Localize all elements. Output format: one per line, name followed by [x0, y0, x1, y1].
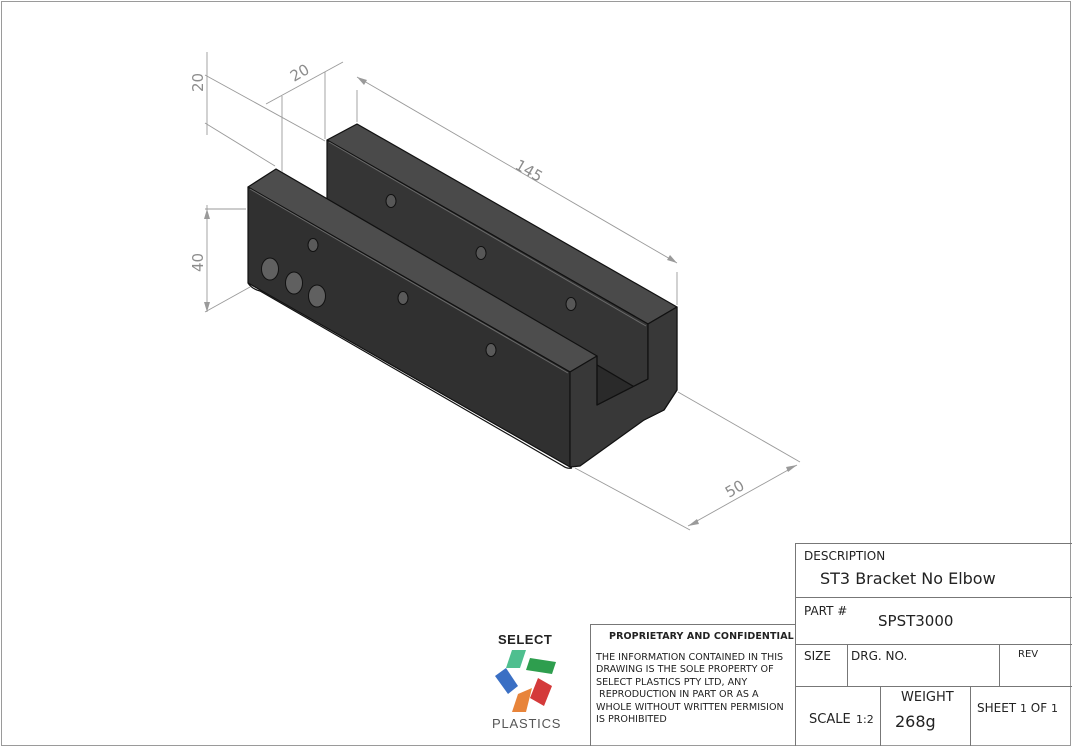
- dim-length: 145: [512, 156, 546, 186]
- sheet-info: SHEET 1 OF 1: [977, 701, 1058, 715]
- divider: [880, 686, 881, 746]
- sheet-label: SHEET: [977, 701, 1017, 715]
- hole: [565, 297, 577, 311]
- hole: [307, 238, 319, 252]
- divider: [999, 644, 1000, 687]
- confidential-block: PROPRIETARY AND CONFIDENTIAL THE INFORMA…: [590, 624, 796, 746]
- bracket-part: [247, 123, 678, 469]
- divider: [795, 597, 1072, 598]
- description-label: DESCRIPTION: [804, 549, 886, 563]
- scale-label: SCALE: [809, 712, 851, 727]
- weight-label: WEIGHT: [901, 690, 954, 705]
- hole: [397, 291, 409, 305]
- divider: [795, 686, 1072, 687]
- hole: [485, 343, 497, 357]
- size-label: SIZE: [804, 649, 831, 663]
- weight-value: 268g: [895, 712, 936, 731]
- part-holes: [261, 194, 577, 357]
- divider: [795, 644, 1072, 645]
- dim-width-upper: 20: [287, 60, 313, 85]
- drg-number-label: DRG. NO.: [851, 649, 908, 663]
- company-logo: SELECT PLASTICS: [486, 630, 570, 740]
- sheet-of: OF: [1030, 701, 1048, 715]
- dim-depth: 50: [722, 476, 748, 501]
- description-value: ST3 Bracket No Elbow: [820, 569, 996, 588]
- divider: [970, 686, 971, 746]
- dim-height: 40: [189, 253, 207, 272]
- dimension-arrows: [204, 77, 797, 526]
- scale-value: 1:2: [856, 713, 874, 726]
- part-value: SPST3000: [878, 612, 954, 630]
- hole: [385, 194, 397, 208]
- divider: [847, 644, 848, 687]
- logo-top-text: SELECT: [498, 632, 553, 647]
- part-label: PART #: [804, 604, 848, 618]
- sheet-total: 1: [1050, 702, 1058, 715]
- confidential-title: PROPRIETARY AND CONFIDENTIAL: [609, 631, 794, 642]
- sheet-number: 1: [1019, 702, 1027, 715]
- logo-bottom-text: PLASTICS: [492, 716, 562, 731]
- hole-large: [261, 257, 279, 281]
- dim-height-upper: 20: [189, 73, 207, 92]
- rev-label: REV: [1018, 649, 1039, 660]
- hole-large: [308, 284, 326, 308]
- dimension-lines: [204, 52, 801, 531]
- confidential-body: THE INFORMATION CONTAINED IN THIS DRAWIN…: [596, 652, 784, 726]
- hole-large: [285, 271, 303, 295]
- logo-mark-icon: [495, 650, 556, 712]
- hole: [475, 246, 487, 260]
